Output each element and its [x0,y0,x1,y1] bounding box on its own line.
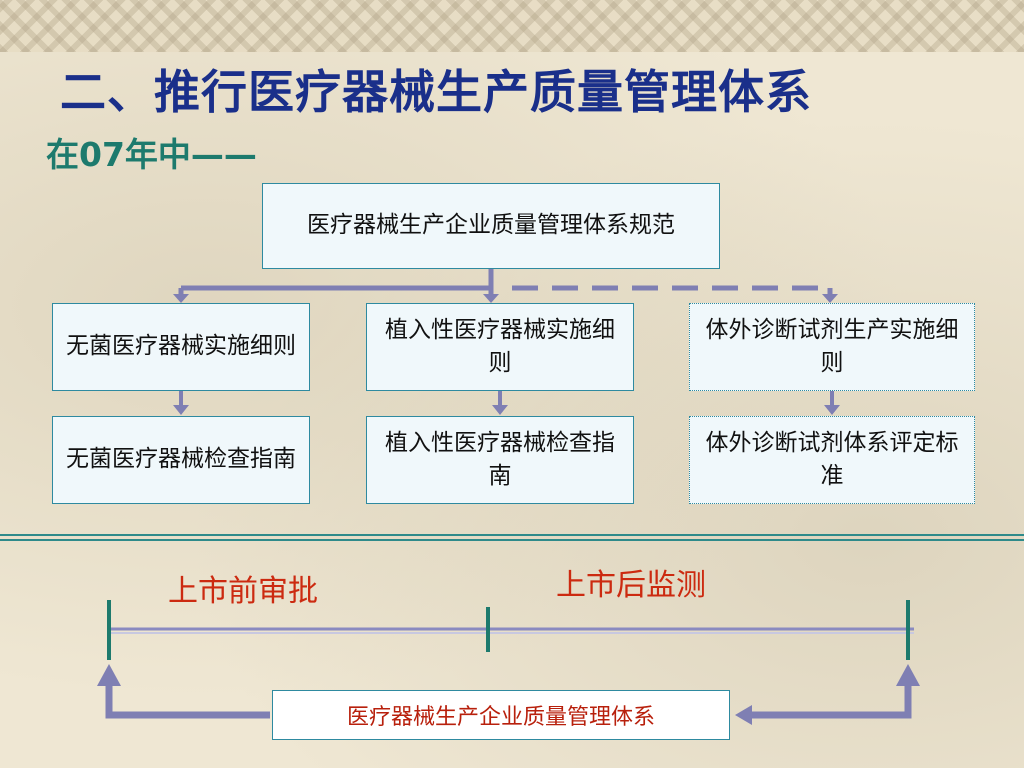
arrow-col2 [483,294,499,303]
slide-title: 二、推行医疗器械生产质量管理体系 [60,65,812,119]
arrow-col1 [173,294,189,303]
feedback-arrow-left [105,680,270,719]
box-implant-guide: 植入性医疗器械检查指南 [366,416,634,504]
decorative-top-border [0,0,1024,52]
slide-subtitle: 在07年中—— [46,135,257,174]
feedback-arrow-right [752,680,912,719]
feedback-arrowhead-left [97,664,121,686]
phase-premarket-label: 上市前审批 [168,574,318,609]
phase-postmarket-label: 上市后监测 [556,568,706,603]
box-implant-rules: 植入性医疗器械实施细则 [366,303,634,391]
box-sterile-rules: 无菌医疗器械实施细则 [52,303,310,391]
feedback-arrowhead-into-box [735,705,752,725]
box-sterile-guide: 无菌医疗器械检查指南 [52,416,310,504]
arrow-r2-col1 [173,405,189,415]
top-box-qms-spec: 医疗器械生产企业质量管理体系规范 [262,183,720,269]
bottom-box-qms: 医疗器械生产企业质量管理体系 [272,690,730,740]
arrow-r2-col2 [492,405,508,415]
arrow-r2-col3 [824,405,840,415]
box-ivd-rules: 体外诊断试剂生产实施细则 [689,303,975,391]
box-ivd-standard: 体外诊断试剂体系评定标准 [689,416,975,504]
arrow-col3 [822,294,838,303]
feedback-arrowhead-right [896,664,920,686]
